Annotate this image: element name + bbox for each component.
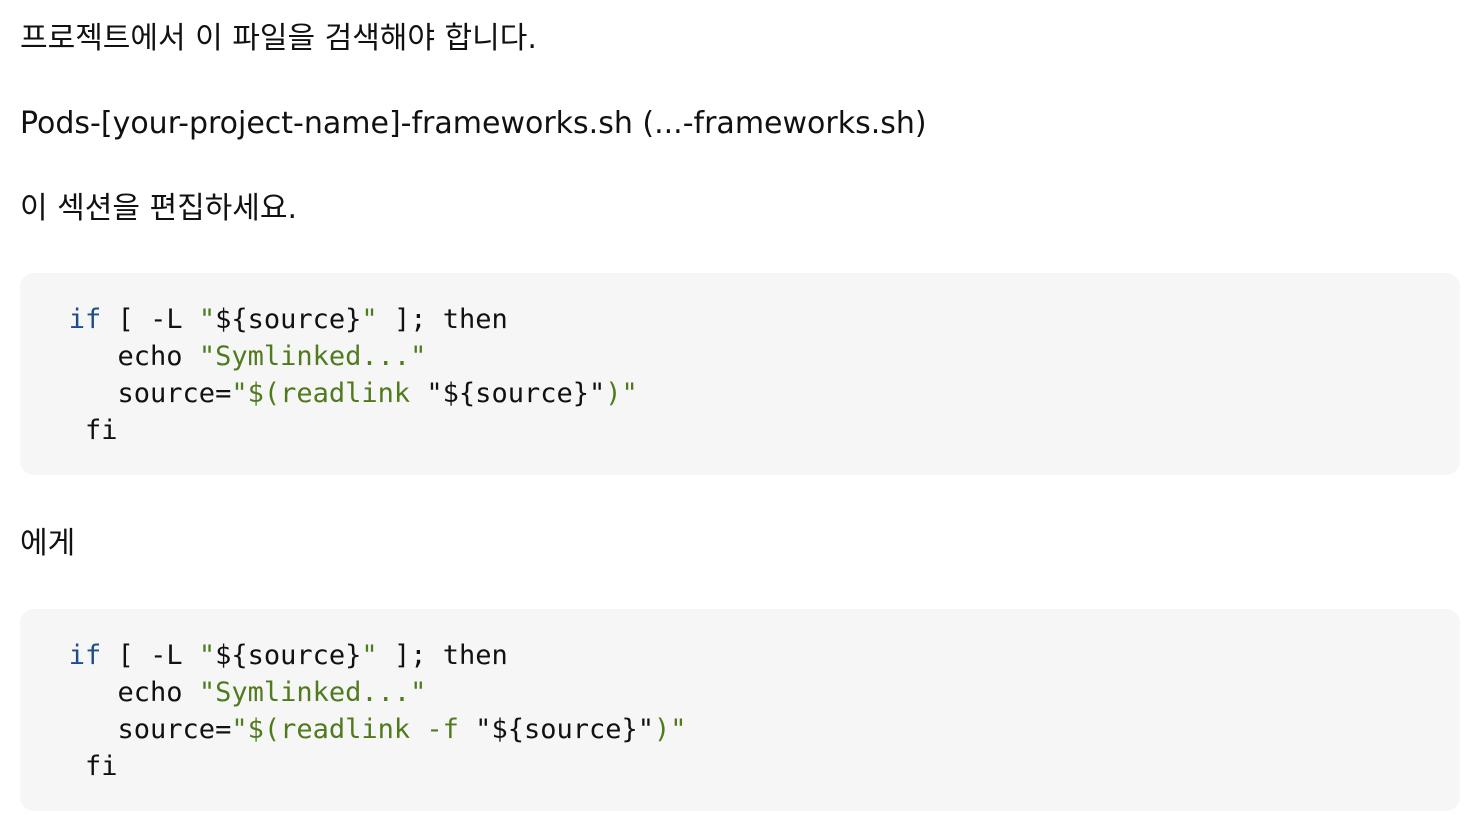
code-token: fi: [20, 415, 118, 446]
code-token: ]; then: [377, 304, 508, 335]
code-line: source="$(readlink "${source}")": [20, 375, 1460, 412]
edit-instruction-paragraph: 이 섹션을 편집하세요.: [20, 191, 298, 226]
code-line: source="$(readlink -f "${source}")": [20, 711, 1460, 748]
code-line: echo "Symlinked...": [20, 674, 1460, 711]
to-paragraph: 에게: [20, 526, 76, 561]
code-line: if [ -L "${source}" ]; then: [20, 301, 1460, 338]
code-token: fi: [20, 751, 118, 782]
code-token: ": [426, 378, 443, 409]
code-token: )": [654, 714, 687, 745]
code-token: ${source}: [215, 304, 362, 335]
code-token: ": [637, 714, 655, 745]
code-token: source=: [20, 378, 232, 409]
code-token: [20, 640, 69, 671]
code-token: echo: [20, 341, 199, 372]
code-token: ${source}: [442, 378, 589, 409]
code-token: if: [68, 304, 102, 335]
code-block-modified: if [ -L "${source}" ]; then echo "Symlin…: [20, 609, 1460, 811]
code-token: "$(readlink: [231, 378, 427, 409]
code-line: fi: [20, 412, 1460, 449]
code-token: "$(readlink -f: [231, 714, 476, 745]
code-token: if: [68, 640, 102, 671]
code-token: ": [361, 640, 378, 671]
code-token: "Symlinked...": [198, 677, 427, 708]
code-token: ": [198, 304, 216, 335]
code-token: ": [198, 640, 216, 671]
code-token: [ -L: [101, 304, 199, 335]
code-line: fi: [20, 748, 1460, 785]
code-token: [20, 304, 69, 335]
code-block-original: if [ -L "${source}" ]; then echo "Symlin…: [20, 273, 1460, 475]
code-line: echo "Symlinked...": [20, 338, 1460, 375]
filename-paragraph: Pods-[your-project-name]-frameworks.sh (…: [20, 106, 927, 141]
intro-paragraph: 프로젝트에서 이 파일을 검색해야 합니다.: [20, 21, 537, 56]
code-token: ": [361, 304, 378, 335]
code-token: ": [588, 378, 606, 409]
code-token: [ -L: [101, 640, 199, 671]
code-token: "Symlinked...": [198, 341, 427, 372]
code-token: ${source}: [215, 640, 362, 671]
code-token: ]; then: [377, 640, 508, 671]
code-token: ${source}: [491, 714, 638, 745]
code-line: if [ -L "${source}" ]; then: [20, 637, 1460, 674]
code-token: )": [605, 378, 638, 409]
code-token: ": [475, 714, 492, 745]
code-token: echo: [20, 677, 199, 708]
code-token: source=: [20, 714, 232, 745]
